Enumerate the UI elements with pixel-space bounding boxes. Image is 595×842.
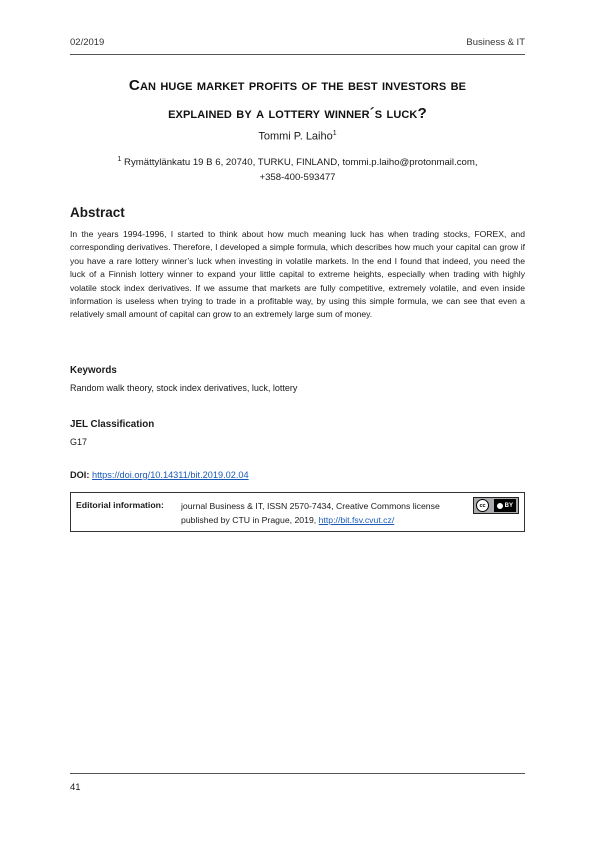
issue-date: 02/2019 bbox=[70, 37, 105, 48]
editorial-label: Editorial information: bbox=[76, 500, 164, 510]
journal-link[interactable]: http://bit.fsv.cvut.cz/ bbox=[318, 514, 395, 525]
affil-line-1: Rymättylänkatu 19 B 6, 20740, TURKU, FIN… bbox=[124, 157, 478, 169]
footer-rule bbox=[70, 773, 525, 774]
doi-link[interactable]: https://doi.org/10.14311/bit.2019.02.04 bbox=[91, 470, 249, 480]
affiliation: 1 Rymättylänkatu 19 B 6, 20740, TURKU, F… bbox=[70, 152, 525, 185]
doi-line: DOI: https://doi.org/10.14311/bit.2019.0… bbox=[70, 470, 249, 480]
jel-heading: JEL Classification bbox=[70, 419, 155, 430]
by-icon: BY bbox=[493, 499, 516, 512]
running-header: 02/2019 Business & IT bbox=[70, 37, 525, 48]
abstract-body: In the years 1994-1996, I started to thi… bbox=[70, 229, 525, 320]
editorial-line-2: published by CTU in Prague, 2019, bbox=[181, 514, 319, 525]
by-label: BY bbox=[504, 502, 513, 509]
affil-sup: 1 bbox=[117, 156, 122, 163]
editorial-box: Editorial information: journal Business … bbox=[70, 492, 525, 532]
editorial-line-1: journal Business & IT, ISSN 2570-7434, C… bbox=[181, 501, 440, 511]
title-line-1: Can huge market profits of the best inve… bbox=[128, 77, 467, 94]
abstract-heading: Abstract bbox=[70, 205, 125, 220]
cc-by-license-badge[interactable]: cc BY bbox=[473, 497, 519, 514]
author: Tommi P. Laiho1 bbox=[70, 130, 525, 143]
doi-label: DOI: bbox=[70, 470, 90, 480]
affil-line-2: +358-400-593477 bbox=[259, 172, 336, 184]
editorial-text: journal Business & IT, ISSN 2570-7434, C… bbox=[181, 500, 440, 527]
author-sup: 1 bbox=[332, 130, 337, 137]
person-icon bbox=[496, 502, 503, 509]
page-number: 41 bbox=[70, 782, 81, 793]
journal-name: Business & IT bbox=[466, 37, 525, 48]
author-name: Tommi P. Laiho bbox=[258, 130, 333, 143]
header-rule bbox=[70, 54, 525, 55]
keywords-body: Random walk theory, stock index derivati… bbox=[70, 383, 298, 393]
jel-body: G17 bbox=[70, 437, 88, 447]
paper-title: Can huge market profits of the best inve… bbox=[70, 72, 525, 128]
keywords-heading: Keywords bbox=[70, 365, 117, 376]
title-line-2: explained by a lottery winner´s luck? bbox=[168, 105, 427, 122]
cc-icon: cc bbox=[476, 499, 489, 512]
